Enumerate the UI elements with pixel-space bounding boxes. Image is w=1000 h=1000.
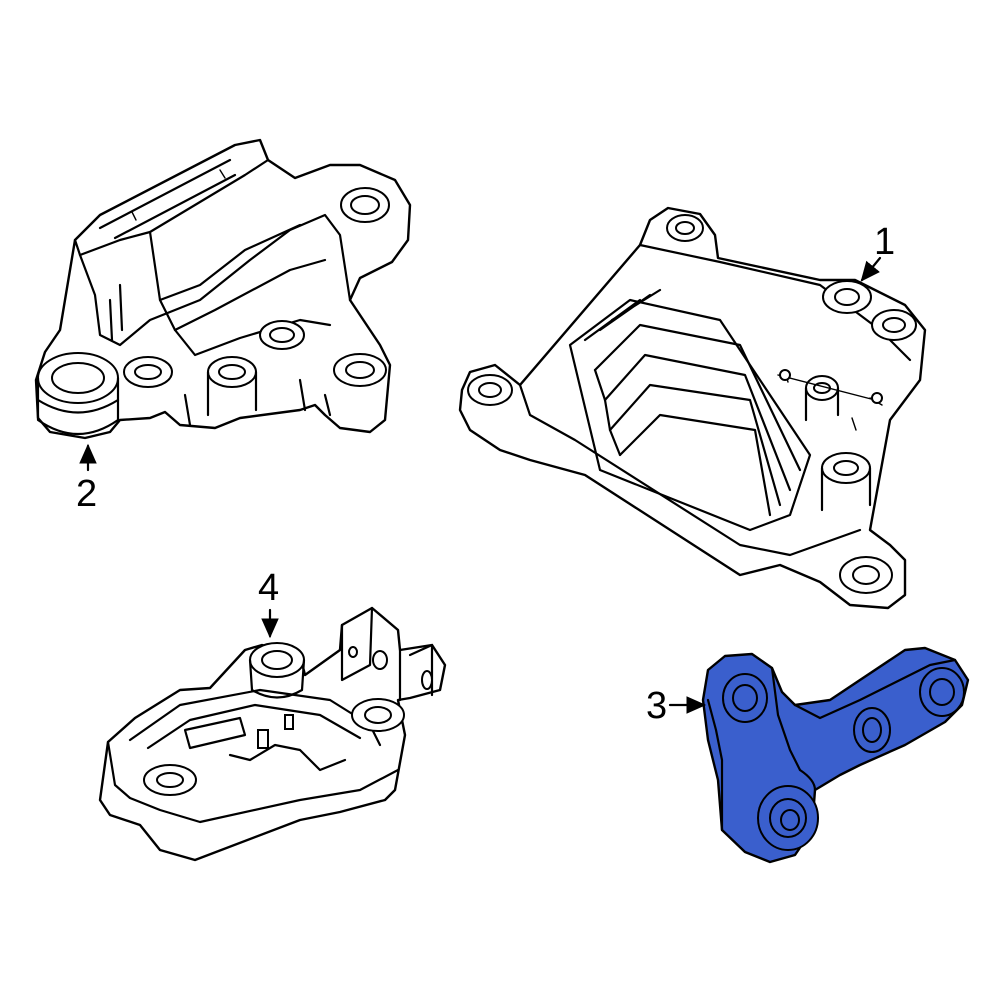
part-3-torque-strut-bracket[interactable] (701, 646, 970, 864)
callout-4: 4 (258, 567, 279, 639)
callout-4-label: 4 (258, 567, 279, 609)
callout-2: 2 (76, 443, 97, 515)
callout-2-label: 2 (76, 473, 97, 515)
part-4-mount-bracket[interactable] (98, 606, 447, 862)
callout-3-label: 3 (646, 685, 667, 727)
callout-1-label: 1 (874, 221, 895, 263)
callout-1: 1 (860, 221, 895, 282)
part-1-transmission-mount[interactable] (458, 206, 927, 610)
callout-3: 3 (646, 685, 707, 727)
part-2-engine-mount[interactable] (34, 138, 412, 440)
